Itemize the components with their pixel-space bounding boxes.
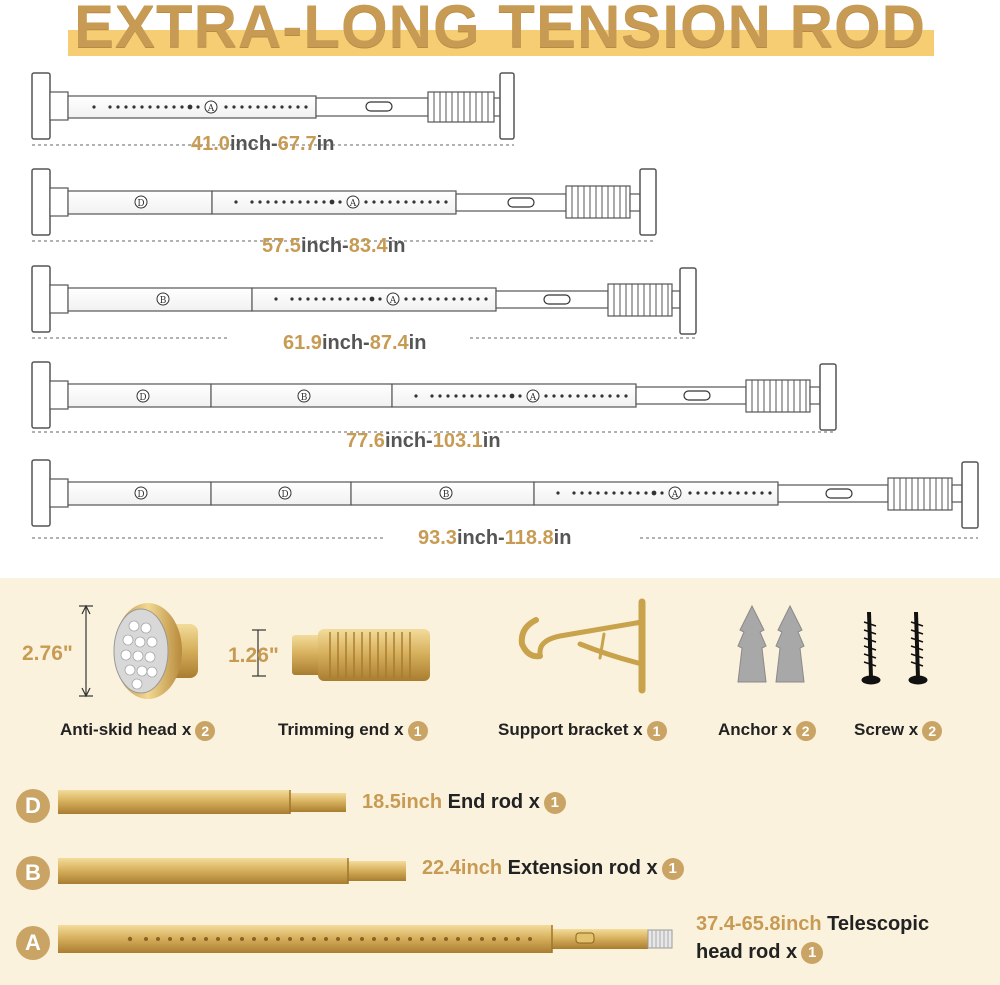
telescopic-rod-image: [58, 925, 673, 953]
rod-3-range: 61.9inch-87.4in: [283, 332, 427, 354]
screw-icon: [861, 611, 928, 685]
segment-marker: A: [349, 199, 357, 209]
segment-marker: B: [301, 393, 308, 403]
head-diameter-label: 2.76": [22, 642, 73, 665]
extension-rod-image: [58, 858, 406, 884]
trim-dimension-arrow: [252, 629, 266, 677]
segment-marker: A: [671, 490, 679, 500]
rod-4-range: 77.6inch-103.1in: [346, 430, 501, 452]
rod-diagrams: A D A: [31, 72, 979, 539]
trimming-end-icon: [292, 629, 430, 681]
segment-marker: B: [443, 490, 450, 500]
qty-badge: 1: [407, 720, 428, 741]
segment-marker: A: [529, 393, 537, 403]
title-highlight-band: [68, 30, 934, 56]
anchor-icon: [737, 604, 805, 683]
head-dimension-arrow: [79, 604, 93, 698]
qty-badge: 1: [646, 720, 667, 741]
qty-badge: 1: [801, 941, 824, 964]
qty-badge: 2: [922, 720, 943, 741]
segment-marker: A: [207, 104, 215, 114]
rod-assembly-3: B A: [31, 265, 697, 339]
qty-badge: 2: [195, 720, 216, 741]
rod-2-range: 57.5inch-83.4in: [262, 235, 406, 257]
qty-badge: 1: [661, 857, 684, 880]
page-title: EXTRA-LONG TENSION ROD: [73, 0, 926, 60]
segment-marker: D: [137, 199, 144, 209]
qty-badge: 2: [795, 720, 816, 741]
segment-marker: B: [160, 296, 167, 306]
rod-assembly-4: D B A: [31, 361, 837, 433]
parts-illustrations: [58, 598, 928, 953]
rod-1-range: 41.0inch-67.7in: [191, 133, 335, 155]
support-bracket-icon: [518, 598, 646, 694]
end-rod-image: [58, 790, 346, 814]
segment-marker: D: [281, 490, 288, 500]
hole-row-1: [92, 104, 308, 110]
rod-assembly-2: D A: [31, 168, 657, 242]
rod-letter-d: D: [16, 789, 50, 823]
rod-letter-b: B: [16, 856, 50, 890]
anti-skid-head-icon: [113, 603, 198, 699]
segment-marker: D: [137, 490, 144, 500]
segment-marker: A: [389, 296, 397, 306]
rod-assembly-5: D D B A: [31, 459, 979, 539]
trim-diameter-label: 1.26": [228, 644, 279, 667]
qty-badge: 1: [543, 791, 566, 814]
rod-letter-a: A: [16, 926, 50, 960]
rod-assembly-1: A: [31, 72, 515, 146]
segment-marker: D: [139, 393, 146, 403]
rod-5-range: 93.3inch-118.8in: [418, 527, 572, 549]
